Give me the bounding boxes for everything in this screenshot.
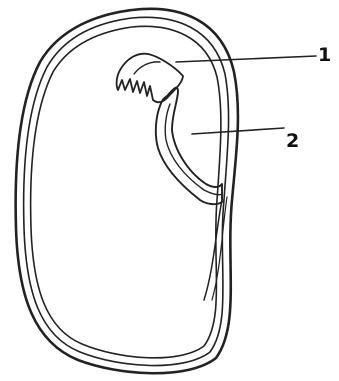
hypocotyl-radicle [156, 88, 222, 205]
label-1: 1 [318, 44, 331, 66]
embryo [117, 54, 227, 300]
leader-line-1 [176, 56, 316, 62]
plumule [117, 54, 183, 102]
plumule-inner-frond [134, 62, 160, 74]
cotyledon-edge [204, 200, 222, 300]
label-2: 2 [286, 130, 299, 152]
seed-coat-inner-outline [31, 26, 221, 358]
